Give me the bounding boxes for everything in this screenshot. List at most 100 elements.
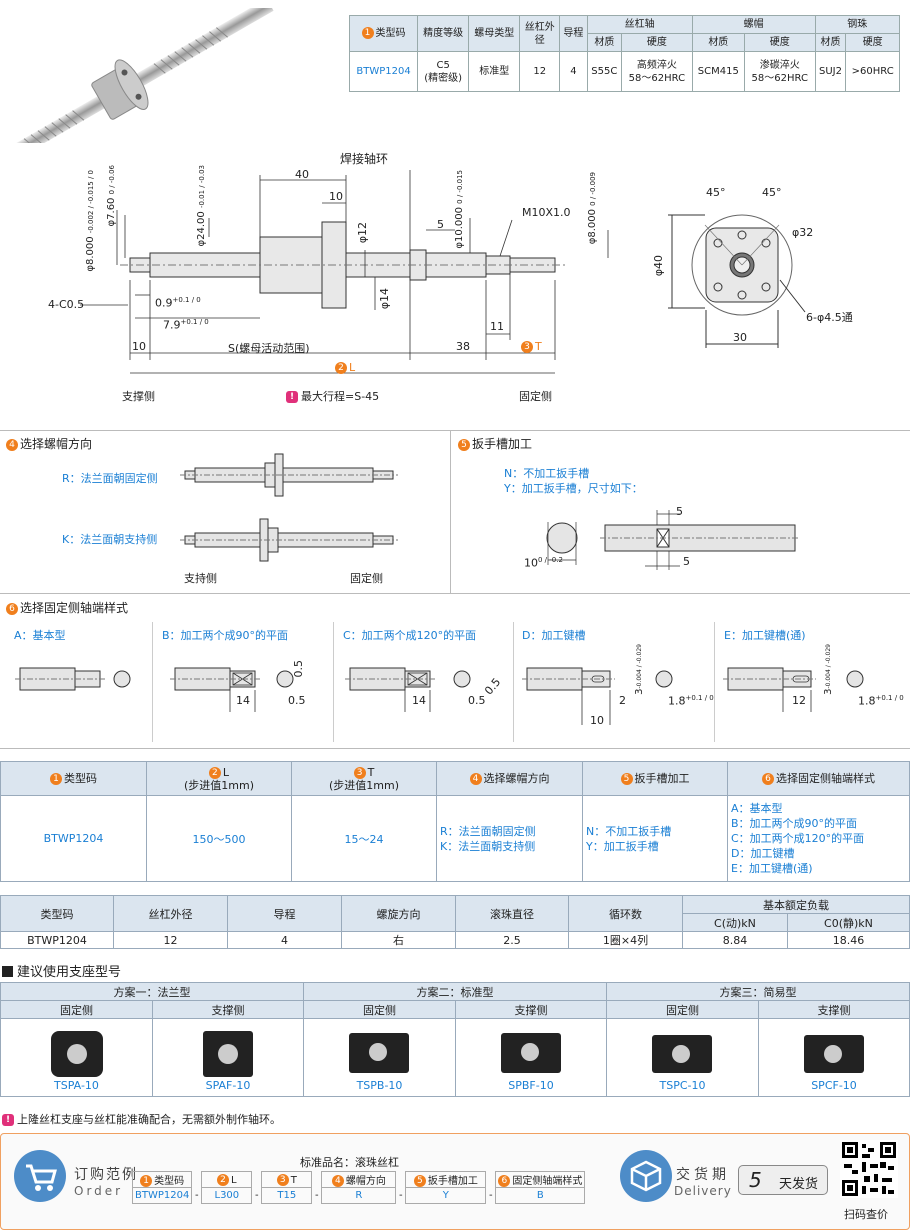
- support-support-header: 支撑侧: [455, 1000, 607, 1019]
- product-image: [10, 0, 280, 156]
- load-table: 类型码 丝杠外径 导程 螺旋方向 滚珠直径 循环数 基本额定负载 C(动)kN …: [0, 895, 910, 949]
- wrench-n-label: N：不加工扳手槽: [504, 467, 590, 480]
- c-dim-05b: 0.5: [468, 694, 486, 707]
- support-item-spbf[interactable]: SPBF-10: [455, 1018, 607, 1097]
- dim-dia8-right: φ8.000 0 / -0.009: [587, 172, 598, 245]
- support-block-image: [501, 1033, 561, 1073]
- dim-7-9: 7.9+0.1 / 0: [163, 318, 209, 332]
- support-model-spaf: SPAF-10: [205, 1079, 251, 1092]
- support-item-spcf[interactable]: SPCF-10: [758, 1018, 910, 1097]
- cart-icon: [14, 1150, 66, 1202]
- dim-5: 5: [437, 218, 444, 231]
- load-header-static: C0(静)kN: [786, 913, 910, 932]
- wrench-dim-5a: 5: [676, 505, 683, 518]
- support-model-tspb: TSPB-10: [356, 1079, 403, 1092]
- spec-header-lead: 导程: [559, 15, 588, 52]
- number-3-icon: 3: [353, 766, 366, 779]
- order-v-end-style: B: [495, 1187, 586, 1204]
- dim-thread: M10X1.0: [522, 206, 571, 219]
- order-std-name: 标准品名：滚珠丝杠: [300, 1156, 399, 1169]
- support-block-image: [652, 1035, 712, 1073]
- delivery-days-unit: 天发货: [779, 1177, 819, 1192]
- spec-shaft-material: S55C: [586, 51, 623, 92]
- dim-dia12: φ12: [356, 222, 369, 244]
- dim-10-flange: 10: [329, 190, 343, 203]
- spec-header-ball: 钢珠: [814, 15, 901, 34]
- b-dim-14: 14: [236, 694, 250, 707]
- spec-accuracy: C5(精密级): [417, 51, 470, 92]
- dim-0-9: 0.9+0.1 / 0: [155, 296, 201, 310]
- order-v-type: BTWP1204: [131, 1187, 193, 1204]
- support-item-tspb[interactable]: TSPB-10: [303, 1018, 456, 1097]
- dim-dia8-left: φ8.000 -0.002 / -0.015 / 0: [85, 170, 96, 272]
- support-block-image: [349, 1033, 409, 1073]
- support-item-spaf[interactable]: SPAF-10: [152, 1018, 304, 1097]
- support-plan-2: 方案二：标准型: [303, 982, 607, 1001]
- delivery-cn: 交货期: [676, 1167, 730, 1183]
- load-type: BTWP1204: [0, 931, 114, 949]
- number-1-icon: 1: [361, 27, 374, 39]
- d-dim-2: 2: [619, 694, 626, 707]
- load-header-ball: 滚珠直径: [455, 895, 569, 932]
- load-header-rated-load: 基本额定负载: [682, 895, 910, 914]
- load-header-lead: 导程: [227, 895, 342, 932]
- label-support-side: 支撑侧: [122, 390, 155, 403]
- qr-code[interactable]: [840, 1140, 898, 1198]
- order-range-en: Order: [74, 1184, 124, 1198]
- spec-header-hardness: 硬度: [743, 33, 816, 52]
- support-item-tspa[interactable]: TSPA-10: [0, 1018, 153, 1097]
- end-style-e: E：加工键槽(通): [724, 629, 806, 642]
- load-header-od: 丝杠外径: [113, 895, 228, 932]
- delivery-en: Delivery: [674, 1184, 732, 1198]
- support-plan-3: 方案三：简易型: [606, 982, 910, 1001]
- dim-40: 40: [295, 168, 309, 181]
- dim-30: 30: [733, 331, 747, 344]
- number-3-icon: 3: [521, 341, 533, 353]
- support-note: !上隆丝杠支座与丝杠能准确配合，无需额外制作轴环。: [2, 1111, 281, 1127]
- support-section-title: 建议使用支座型号: [2, 961, 121, 980]
- support-fixed-header: 固定侧: [606, 1000, 759, 1019]
- number-4-icon: 4: [469, 773, 482, 785]
- e-dim-3: 3-0.004 / -0.029: [823, 644, 834, 695]
- number-1-icon: 1: [140, 1175, 153, 1187]
- dim-dia40: φ40: [652, 255, 665, 277]
- order-range-cn: 订购范例: [74, 1167, 138, 1183]
- main-drawing: [80, 170, 806, 374]
- number-5-icon: 5: [413, 1175, 426, 1187]
- support-plan-1: 方案一：法兰型: [0, 982, 304, 1001]
- support-block-image: [804, 1035, 864, 1073]
- nut-dir-k-label: K：法兰面朝支持侧: [62, 533, 158, 546]
- dim-dia32: φ32: [792, 226, 814, 239]
- number-2-icon: 2: [208, 766, 221, 779]
- support-item-tspc[interactable]: TSPC-10: [606, 1018, 759, 1097]
- spec-header-hardness: 硬度: [621, 33, 693, 52]
- spec-ball-material: SUJ2: [814, 51, 847, 92]
- wrench-dim-10: 100 / -0.2: [524, 556, 563, 570]
- number-3-icon: 3: [276, 1173, 289, 1186]
- dim-10-left: 10: [132, 340, 146, 353]
- number-2-icon: 2: [335, 362, 347, 374]
- number-5-icon: 5: [458, 438, 470, 451]
- d-dim-1-8: 1.8+0.1 / 0: [668, 694, 714, 708]
- sel-type-value: BTWP1204: [0, 795, 147, 882]
- spec-lead: 4: [559, 51, 588, 92]
- scan-label: 扫码查价: [844, 1208, 888, 1221]
- spec-nut-material: SCM415: [691, 51, 745, 92]
- support-fixed-header: 固定侧: [303, 1000, 456, 1019]
- spec-header-screw-shaft: 丝杠轴: [586, 15, 693, 34]
- support-model-tspa: TSPA-10: [54, 1079, 99, 1092]
- end-style-c: C：加工两个成120°的平面: [343, 629, 477, 642]
- end-style-b: B：加工两个成90°的平面: [162, 629, 289, 642]
- dim-chamfer: 4-C0.5: [48, 298, 85, 311]
- spec-header-screw-od: 丝杠外径: [519, 15, 561, 52]
